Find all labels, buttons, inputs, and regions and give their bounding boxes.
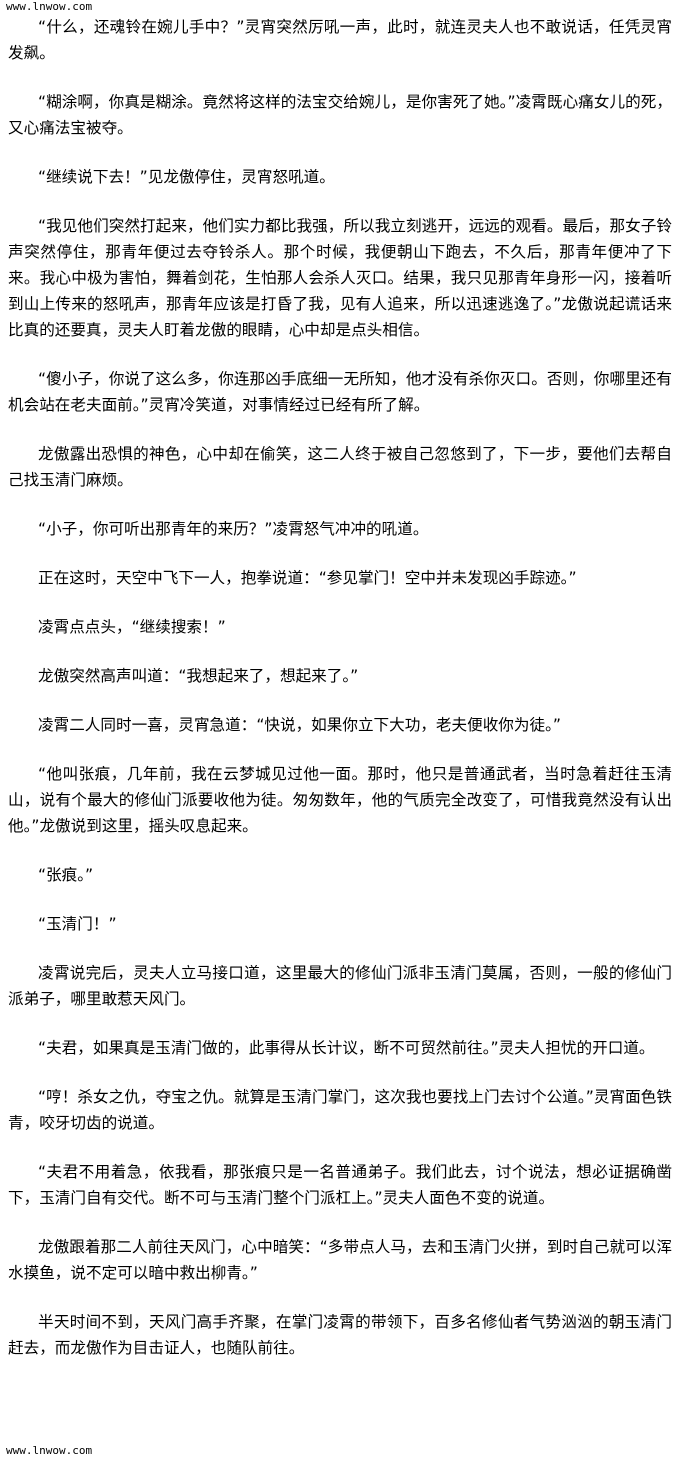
paragraph: “小子，你可听出那青年的来历？”凌霄怒气冲冲的吼道。 [38, 520, 429, 538]
paragraph: “糊涂啊，你真是糊涂。竟然将这样的法宝交给婉儿，是你害死了她。”凌霄既心痛女儿的… [8, 93, 672, 137]
paragraph: 龙傲跟着那二人前往天风门，心中暗笑：“多带点人马，去和玉清门火拼，到时自己就可以… [8, 1238, 672, 1282]
paragraph: “我见他们突然打起来，他们实力都比我强，所以我立刻逃开，远远的观看。最后，那女子… [8, 217, 672, 339]
paragraph: 半天时间不到，天风门高手齐聚，在掌门凌霄的带领下，百多名修仙者气势汹汹的朝玉清门… [8, 1313, 672, 1357]
paragraph: 凌霄点点头，“继续搜索！” [38, 618, 226, 636]
watermark-bottom: www.lnwow.com [6, 1444, 93, 1457]
paragraph: “夫君，如果真是玉清门做的，此事得从长计议，断不可贸然前往。”灵夫人担忧的开口道… [38, 1039, 655, 1057]
paragraph: 凌霄说完后，灵夫人立马接口道，这里最大的修仙门派非玉清门莫属，否则，一般的修仙门… [8, 964, 672, 1008]
paragraph: “什么，还魂铃在婉儿手中？”灵宵突然厉吼一声，此时，就连灵夫人也不敢说话，任凭灵… [8, 18, 672, 62]
paragraph: “夫君不用着急，依我看，那张痕只是一名普通弟子。我们此去，讨个说法，想必证据确凿… [8, 1163, 672, 1207]
paragraph: “傻小子，你说了这么多，你连那凶手底细一无所知，他才没有杀你灭口。否则，你哪里还… [8, 370, 672, 414]
watermark-top: www.lnwow.com [6, 0, 93, 13]
paragraph: 正在这时，天空中飞下一人，抱拳说道：“参见掌门！空中并未发现凶手踪迹。” [38, 569, 577, 587]
paragraph: “哼！杀女之仇，夺宝之仇。就算是玉清门掌门，这次我也要找上门去讨个公道。”灵宵面… [8, 1088, 672, 1132]
paragraph: 龙傲突然高声叫道：“我想起来了，想起来了。” [38, 667, 359, 685]
article-body: “什么，还魂铃在婉儿手中？”灵宵突然厉吼一声，此时，就连灵夫人也不敢说话，任凭灵… [8, 14, 672, 1384]
paragraph: 龙傲露出恐惧的神色，心中却在偷笑，这二人终于被自己忽悠到了，下一步，要他们去帮自… [8, 445, 672, 489]
paragraph: 凌霄二人同时一喜，灵宵急道：“快说，如果你立下大功，老夫便收你为徒。” [38, 716, 561, 734]
paragraph: “玉清门！” [38, 915, 117, 933]
paragraph: “张痕。” [38, 866, 94, 884]
paragraph: “继续说下去！”见龙傲停住，灵宵怒吼道。 [38, 168, 335, 186]
paragraph: “他叫张痕，几年前，我在云梦城见过他一面。那时，他只是普通武者，当时急着赶往玉清… [8, 765, 672, 835]
